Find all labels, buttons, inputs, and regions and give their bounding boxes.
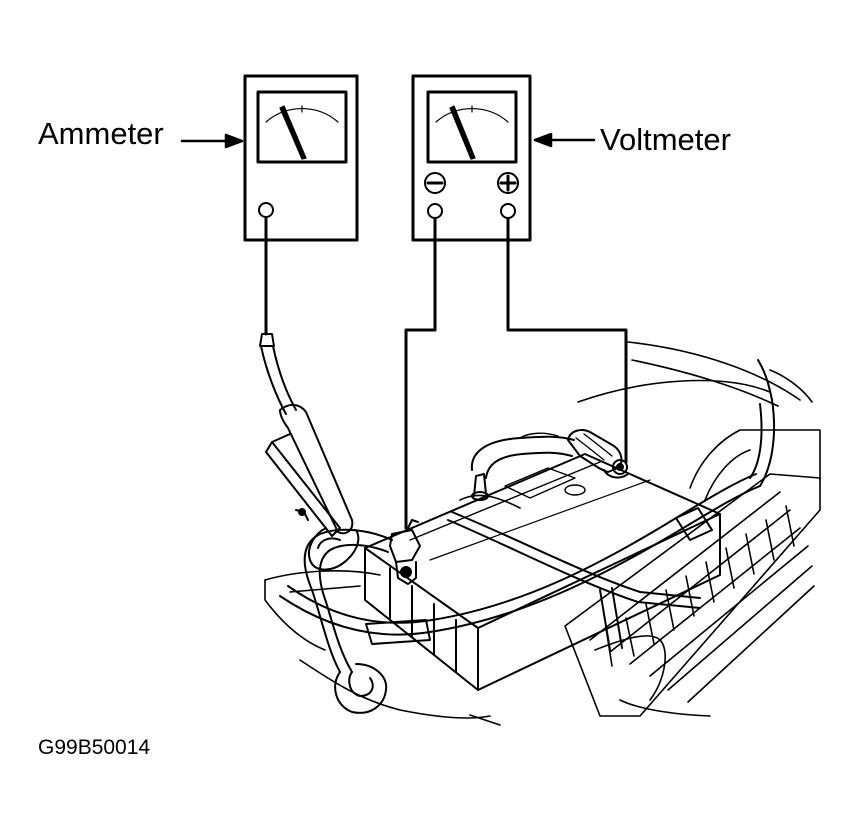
plus-circle-icon bbox=[497, 172, 519, 194]
voltmeter-dial bbox=[426, 90, 518, 164]
positive-battery-terminal bbox=[567, 429, 629, 479]
minus-circle-icon bbox=[424, 172, 446, 194]
ammeter-dial bbox=[256, 90, 348, 164]
battery bbox=[364, 453, 721, 691]
voltmeter bbox=[411, 74, 532, 242]
voltmeter-label: Voltmeter bbox=[600, 122, 731, 157]
lead-wires bbox=[264, 217, 628, 530]
negative-battery-terminal bbox=[389, 519, 421, 585]
ammeter-arrow bbox=[180, 133, 244, 149]
battery-post bbox=[471, 473, 489, 501]
voltmeter-negative-jack bbox=[427, 203, 443, 219]
ammeter bbox=[243, 74, 359, 242]
positive-cable bbox=[470, 432, 575, 479]
voltmeter-needle bbox=[449, 105, 476, 160]
engine-bay bbox=[264, 341, 821, 726]
wire-harness bbox=[279, 359, 776, 645]
ammeter-jack bbox=[258, 202, 274, 218]
voltmeter-case bbox=[411, 74, 532, 242]
figure-code: G99B50014 bbox=[38, 736, 151, 759]
ammeter-clamp-probe bbox=[259, 333, 360, 571]
ammeter-label: Ammeter bbox=[38, 116, 164, 151]
voltmeter-arrow bbox=[533, 132, 596, 148]
voltmeter-positive-jack bbox=[500, 203, 516, 219]
ammeter-case bbox=[243, 74, 359, 242]
ammeter-needle bbox=[279, 105, 307, 160]
ground-cable bbox=[303, 528, 393, 714]
